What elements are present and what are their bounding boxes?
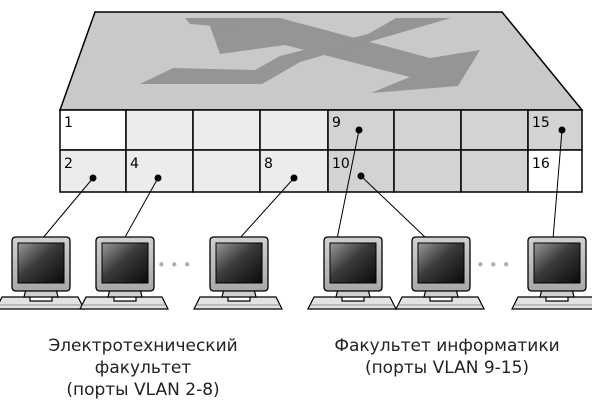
port-label-15: 15	[532, 115, 550, 131]
group-name-line1: Факультет информатики	[334, 336, 560, 356]
port-dot-8	[290, 174, 298, 182]
switch-icon	[58, 11, 584, 111]
port-6	[192, 149, 261, 193]
computer-icon	[193, 236, 283, 310]
port-4	[125, 149, 194, 193]
port-label-8: 8	[264, 156, 273, 172]
port-1	[59, 109, 127, 151]
port-7	[259, 109, 329, 151]
port-dot-4	[154, 174, 162, 182]
computer-icon	[395, 236, 485, 310]
port-8	[259, 149, 329, 193]
port-dot-9	[355, 126, 363, 134]
port-2	[59, 149, 127, 193]
port-dot-2	[89, 174, 97, 182]
port-label-1: 1	[64, 115, 73, 131]
port-10	[327, 149, 395, 193]
port-label-2: 2	[64, 156, 73, 172]
ellipsis-left: •••	[157, 256, 196, 274]
x-cross-mark	[140, 18, 480, 93]
cables	[41, 129, 563, 240]
computer-icon	[307, 236, 397, 310]
port-label-9: 9	[332, 115, 341, 131]
port-panel	[59, 109, 583, 193]
port-13	[460, 109, 529, 151]
port-5	[192, 109, 261, 151]
computer-icon	[0, 236, 85, 310]
port-15	[527, 109, 583, 151]
port-12	[393, 149, 462, 193]
group-name-line2: факультет	[94, 358, 192, 378]
group-vlan-range: (порты VLAN 2-8)	[66, 380, 220, 400]
port-label-4: 4	[130, 156, 139, 172]
port-11	[393, 109, 462, 151]
group-caption-cs: Факультет информатики (порты VLAN 9-15)	[322, 335, 572, 379]
computer-icon	[79, 236, 169, 310]
port-label-16: 16	[532, 156, 550, 172]
port-16	[527, 149, 583, 193]
group-name-line1: Электротехнический	[48, 336, 238, 356]
port-dot-10	[357, 172, 365, 180]
port-14	[460, 149, 529, 193]
switch-top-face	[58, 11, 584, 111]
port-label-10: 10	[332, 156, 350, 172]
port-dot-15	[558, 126, 566, 134]
computer-icon	[511, 236, 592, 310]
group-vlan-range: (порты VLAN 9-15)	[364, 358, 530, 378]
ellipsis-right: •••	[476, 256, 515, 274]
port-3	[125, 109, 194, 151]
port-dots	[89, 126, 566, 182]
group-caption-electrical: Электротехнический факультет (порты VLAN…	[28, 335, 258, 401]
